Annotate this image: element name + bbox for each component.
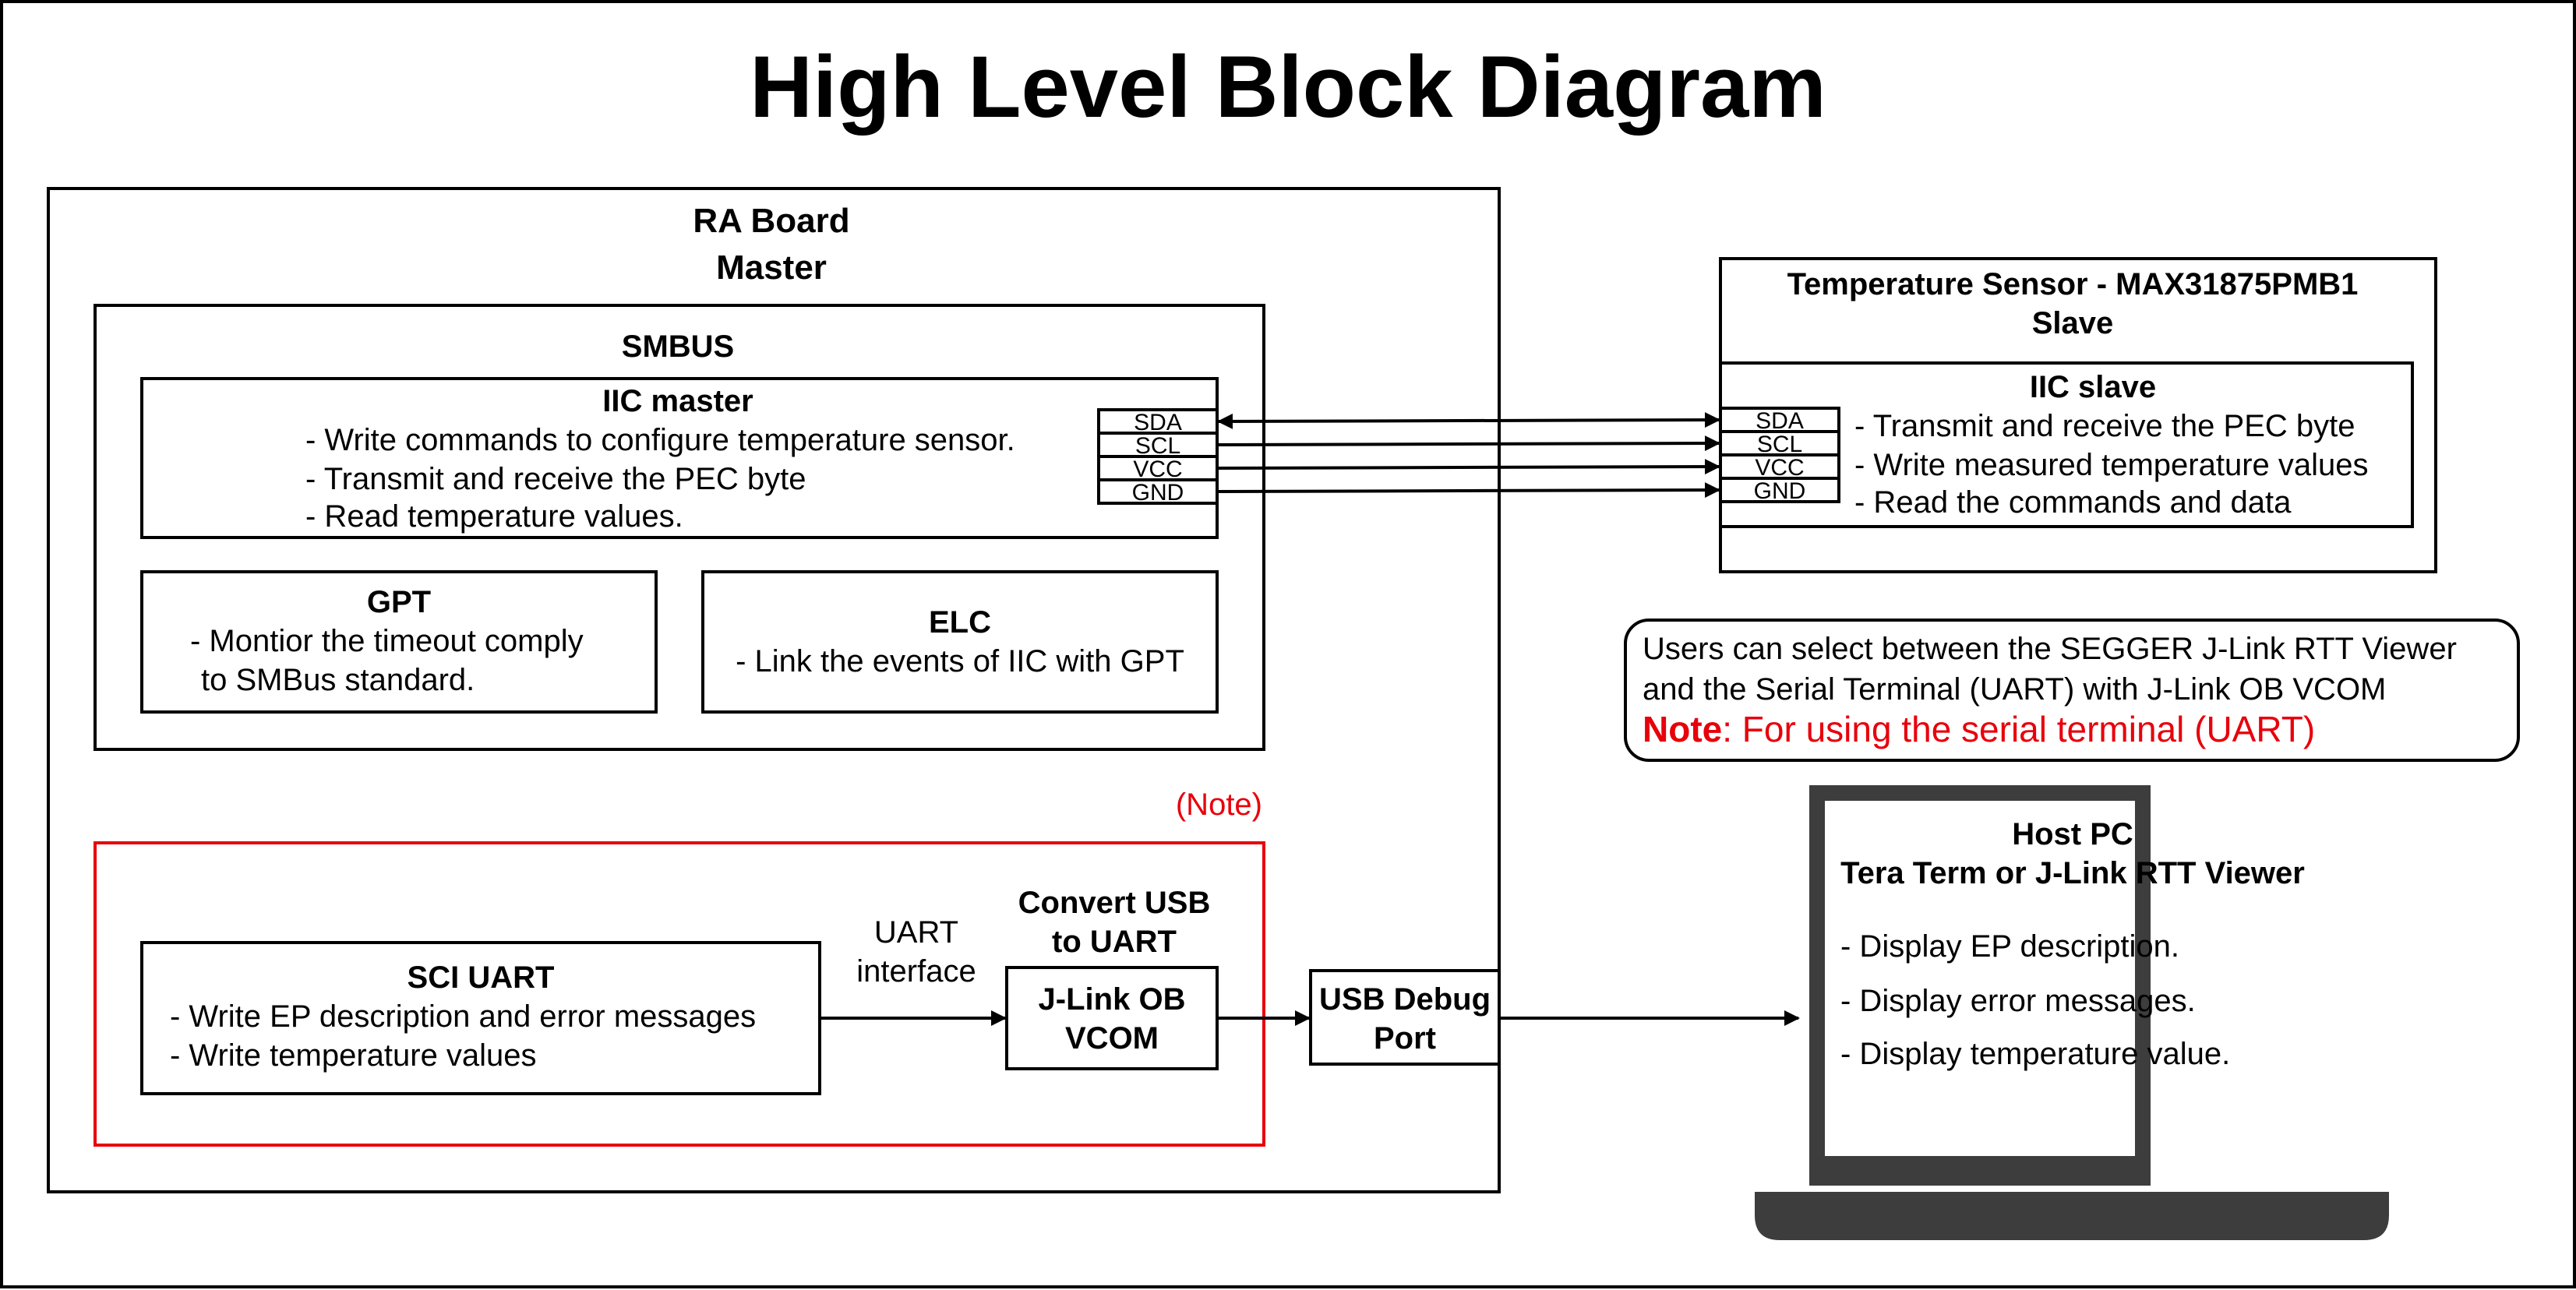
elc-line: - Link the events of IIC with GPT: [736, 644, 1184, 678]
callout-note-label: Note: [1643, 709, 1722, 749]
host-pc-line: - Display temperature value.: [1840, 1037, 2230, 1071]
iic-master-line: - Read temperature values.: [305, 499, 683, 534]
laptop-screen: [1825, 801, 2135, 1156]
iic-slave-title: IIC slave: [2030, 370, 2156, 404]
wire-scl: [1216, 435, 1720, 452]
note-tag: (Note): [1176, 788, 1262, 822]
convert-label: to UART: [1052, 925, 1177, 959]
callout-line: and the Serial Terminal (UART) with J-Li…: [1643, 672, 2386, 707]
usb-debug-port-box: [1309, 969, 1501, 1066]
wire-vcc: [1216, 459, 1720, 475]
usb-debug-port-label: USB Debug: [1319, 982, 1491, 1017]
host-pc-subtitle: Tera Term or J-Link RTT Viewer: [1840, 856, 2305, 890]
iic-slave-line: - Read the commands and data: [1854, 485, 2292, 520]
jlink-vcom-box: [1005, 966, 1219, 1070]
gpt-title: GPT: [367, 585, 431, 619]
iic-master-title: IIC master: [602, 384, 753, 418]
laptop-base: [1755, 1192, 2389, 1240]
callout-line: Users can select between the SEGGER J-Li…: [1643, 632, 2457, 666]
gpt-line: - Montior the timeout comply: [190, 624, 584, 658]
iic-master-box: [140, 377, 1219, 539]
slave-pin-block: SDA SCL VCC GND: [1719, 407, 1840, 504]
host-pc-title: Host PC: [2012, 817, 2133, 851]
sensor-role: Slave: [2032, 306, 2114, 340]
selection-callout: [1624, 619, 2520, 762]
host-pc-line: - Display EP description.: [1840, 929, 2179, 964]
sci-uart-box: [140, 941, 821, 1095]
sci-uart-line: - Write temperature values: [170, 1038, 537, 1073]
gpt-line: to SMBus standard.: [201, 663, 475, 697]
iic-slave-line: - Write measured temperature values: [1854, 448, 2369, 482]
slave-pin-label: SDA: [1756, 408, 1804, 434]
elc-title: ELC: [929, 605, 991, 640]
sensor-title: Temperature Sensor - MAX31875PMB1: [1787, 267, 2359, 301]
master-pin-label: SCL: [1135, 433, 1180, 459]
gpt-box: [140, 570, 658, 714]
laptop-icon: [1755, 785, 2389, 1240]
master-pin-label: SDA: [1134, 410, 1182, 435]
convert-label: Convert USB: [1018, 886, 1211, 920]
usb-debug-port-label: Port: [1374, 1021, 1436, 1056]
slave-pin-gnd: [1719, 477, 1840, 503]
jlink-vcom-label: J-Link OB: [1039, 982, 1186, 1017]
iic-master-line: - Transmit and receive the PEC byte: [305, 462, 806, 496]
elc-box: [701, 570, 1219, 714]
master-pin-label: VCC: [1133, 456, 1182, 482]
slave-pin-label: SCL: [1757, 432, 1802, 457]
uart-interface-label: UART: [874, 915, 958, 950]
iic-master-line: - Write commands to configure temperatur…: [305, 423, 1015, 457]
ra-board-role: Master: [716, 248, 827, 287]
wire-gnd: [1216, 482, 1720, 499]
wire-sda: [1217, 412, 1720, 429]
callout-note-text: : For using the serial terminal (UART): [1722, 709, 2315, 749]
uart-interface-label: interface: [856, 954, 976, 989]
slave-pin-label: VCC: [1755, 455, 1804, 481]
diagram-title: High Level Block Diagram: [750, 38, 1826, 136]
master-pin-label: GND: [1132, 480, 1184, 506]
master-pin-block: SDA SCL VCC GND: [1097, 408, 1219, 506]
uart-note-boundary: [94, 841, 1265, 1147]
host-pc-line: - Display error messages.: [1840, 984, 2196, 1018]
ra-board-title: RA Board: [693, 202, 849, 240]
jlink-vcom-label: VCOM: [1065, 1021, 1159, 1056]
sci-uart-title: SCI UART: [408, 960, 555, 995]
callout-note: Note: For using the serial terminal (UAR…: [1643, 709, 2315, 749]
slave-pin-label: GND: [1754, 478, 1806, 504]
sci-uart-line: - Write EP description and error message…: [170, 999, 756, 1034]
iic-slave-line: - Transmit and receive the PEC byte: [1854, 409, 2355, 443]
master-pin-gnd: [1097, 478, 1219, 505]
smbus-label: SMBUS: [622, 330, 734, 364]
slave-pin-scl: [1719, 430, 1840, 456]
